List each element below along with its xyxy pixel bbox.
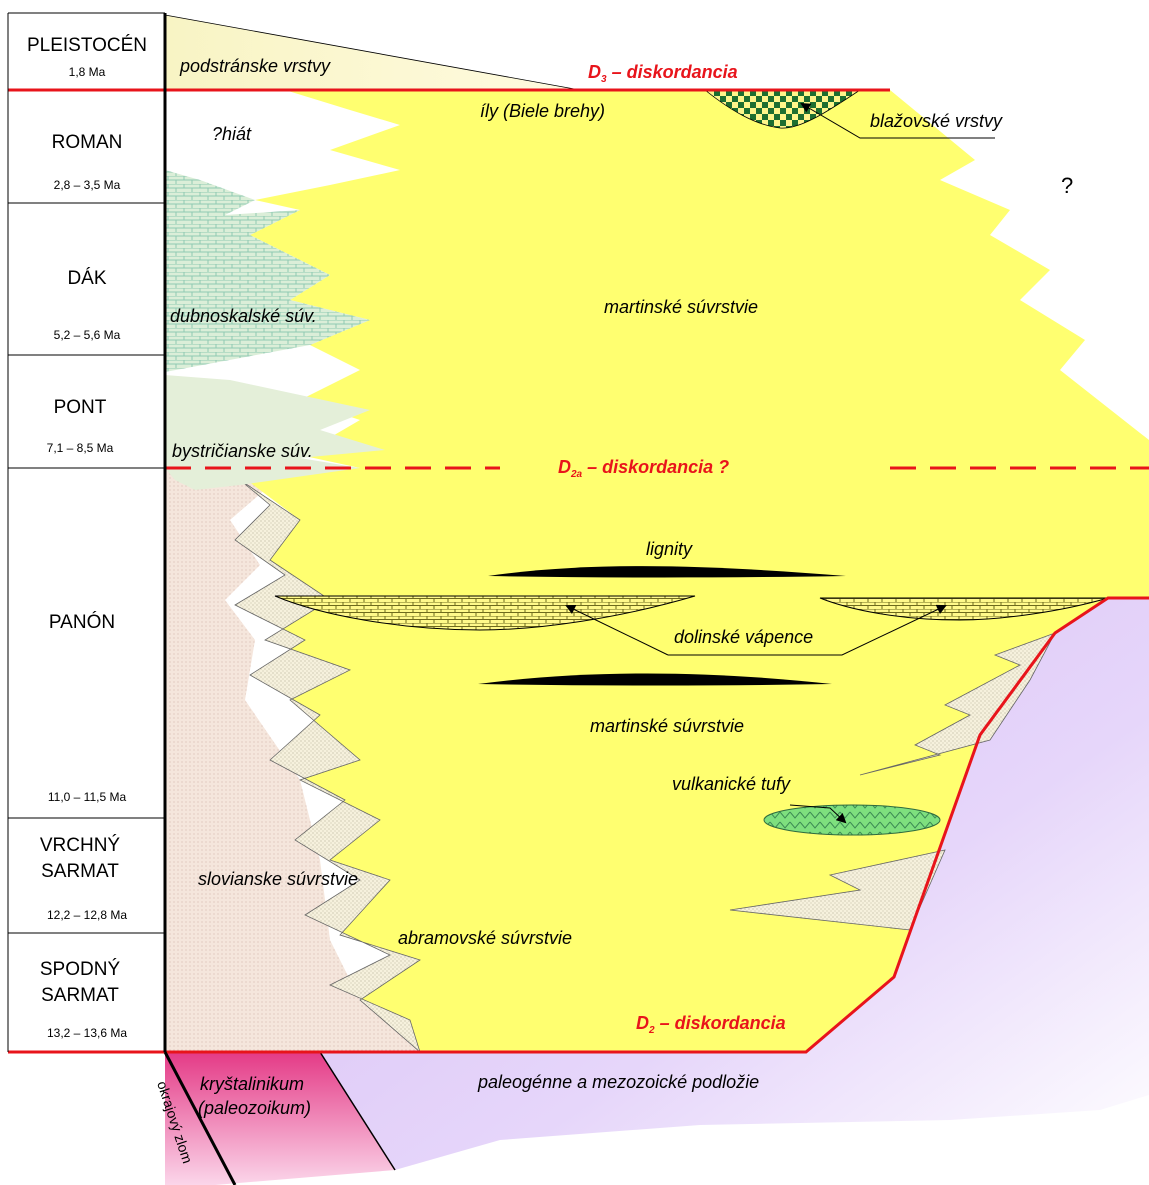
label-question: ?: [1061, 173, 1073, 198]
podstranske-layer: [165, 15, 580, 90]
label-dolinske: dolinské vápence: [674, 627, 813, 647]
stage-pont-range: 7,1 – 8,5 Ma: [47, 441, 114, 455]
stage-pleistocen: PLEISTOCÉN: [27, 35, 147, 56]
stage-spodny-sarmat-range: 13,2 – 13,6 Ma: [47, 1026, 127, 1040]
stage-dak: DÁK: [67, 268, 106, 289]
stage-panon: PANÓN: [49, 611, 115, 633]
label-ily: íly (Biele brehy): [480, 101, 605, 121]
stage-vrchny-sarmat-2: SARMAT: [41, 861, 119, 882]
label-bystricianske: bystričianske súv.: [172, 441, 313, 461]
stage-dak-range: 5,2 – 5,6 Ma: [54, 328, 121, 342]
label-paleozoikum: (paleozoikum): [198, 1098, 311, 1118]
label-podlozie: paleogénne a mezozoické podložie: [477, 1072, 759, 1092]
stage-spodny-sarmat-1: SPODNÝ: [40, 959, 121, 980]
label-d2a-discordance: D2a – diskordancia ?: [558, 457, 729, 480]
label-d3-discordance: D3 – diskordancia: [588, 62, 738, 85]
label-krystalinikum: kryštalinikum: [200, 1074, 304, 1094]
label-dubnoskalske: dubnoskalské súv.: [170, 306, 317, 326]
label-blazovske: blažovské vrstvy: [870, 111, 1003, 131]
label-martinske-lower: martinské súvrstvie: [590, 716, 744, 736]
stage-vrchny-sarmat-range: 12,2 – 12,8 Ma: [47, 908, 127, 922]
stage-panon-range: 11,0 – 11,5 Ma: [48, 790, 127, 804]
label-slovianske: slovianske súvrstvie: [198, 869, 358, 889]
stage-pont: PONT: [54, 397, 107, 418]
label-lignity: lignity: [646, 539, 693, 559]
volcanic-tuff-lens: [764, 805, 940, 835]
stage-roman-range: 2,8 – 3,5 Ma: [54, 178, 121, 192]
stage-spodny-sarmat-2: SARMAT: [41, 985, 119, 1006]
stage-vrchny-sarmat-1: VRCHNÝ: [40, 835, 121, 856]
label-podstranske: podstránske vrstvy: [179, 56, 331, 76]
label-vulkanicke: vulkanické tufy: [672, 774, 791, 794]
stage-roman: ROMAN: [52, 132, 123, 153]
stage-pleistocen-range: 1,8 Ma: [69, 65, 106, 79]
label-martinske-upper: martinské súvrstvie: [604, 297, 758, 317]
label-abramovske: abramovské súvrstvie: [398, 928, 572, 948]
label-d2-discordance: D2 – diskordancia: [636, 1013, 786, 1036]
label-hiat: ?hiát: [212, 124, 252, 144]
